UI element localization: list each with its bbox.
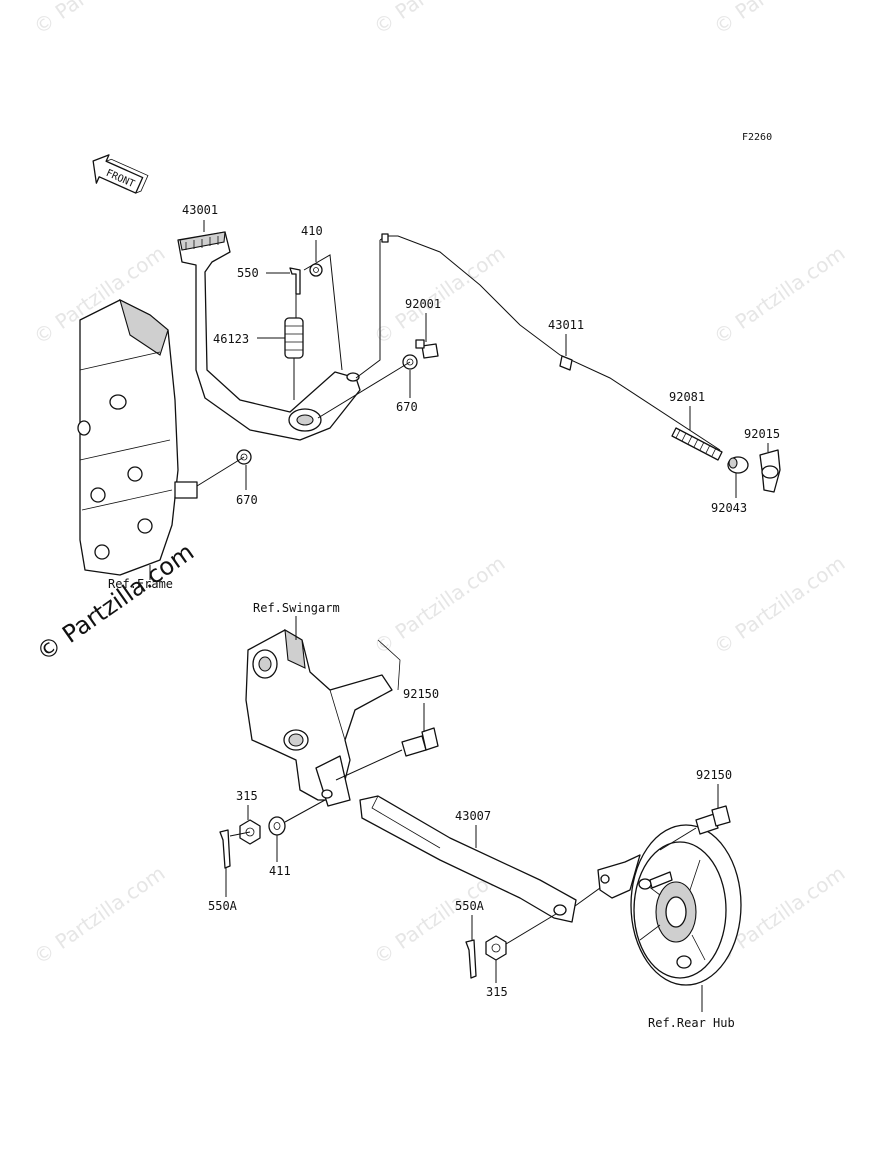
- watermark: © Partzilla.com: [29, 861, 169, 969]
- part-number-92150: 92150: [403, 687, 439, 701]
- part-number-92150: 92150: [696, 768, 732, 782]
- watermark: © Partzilla.com: [369, 241, 509, 349]
- bolt-92150-part: [401, 727, 439, 757]
- part-number-43007: 43007: [455, 809, 491, 823]
- washer-410-part: [309, 263, 323, 277]
- leader-line: [229, 799, 326, 837]
- part-number-550a: 550A: [455, 899, 485, 913]
- leader-line: [196, 456, 245, 487]
- part-number-92015: 92015: [744, 427, 780, 441]
- rear-hub-reference-part: [597, 824, 742, 986]
- wing-nut-92015-part: [759, 449, 781, 493]
- watermark: © Partzilla.com: [709, 551, 849, 659]
- leader-line: [505, 913, 557, 945]
- collar-92043-part: [727, 456, 749, 474]
- leader-line: [574, 887, 601, 907]
- swingarm-reference-part: [245, 628, 401, 807]
- part-number-315: 315: [486, 985, 508, 999]
- cotter-pin-550a-part: [219, 829, 231, 869]
- part-number-92081: 92081: [669, 390, 705, 404]
- nut-315-part: [485, 935, 507, 961]
- spring-46123-part: [284, 317, 304, 400]
- watermark: © Partzilla.com: [369, 0, 509, 39]
- part-number-43011: 43011: [548, 318, 584, 332]
- part-number-670: 670: [396, 400, 418, 414]
- frame-reference-part: [77, 298, 198, 580]
- brake-rod-43011-part: [355, 233, 721, 451]
- bolt-92150-part: [695, 805, 731, 835]
- watermark: © Partzilla.com: [709, 0, 849, 39]
- part-number-550a: 550A: [208, 899, 238, 913]
- ref-swingarm-label: Ref.Swingarm: [253, 601, 340, 615]
- front-arrow-icon: FRONT: [92, 154, 149, 194]
- diagram-code: F2260: [742, 132, 772, 143]
- washer-411-part: [268, 816, 286, 836]
- leader-line: [659, 827, 697, 851]
- watermark: © Partzilla.com: [369, 551, 509, 659]
- part-number-410: 410: [301, 224, 323, 238]
- bolt-92001-part: [415, 339, 439, 359]
- watermark: © Partzilla.com: [29, 0, 169, 39]
- leader-line: [335, 749, 403, 781]
- part-number-411: 411: [269, 864, 291, 878]
- ref-rear-hub-label: Ref.Rear Hub: [648, 1016, 735, 1030]
- cotter-pin-550a-part: [465, 939, 477, 979]
- leader-line: [317, 361, 411, 419]
- leader-line: [303, 254, 343, 371]
- part-number-670: 670: [236, 493, 258, 507]
- ref-frame-label: Ref.Frame: [108, 577, 173, 591]
- spring-92081-part: [671, 427, 723, 461]
- part-number-46123: 46123: [213, 332, 249, 346]
- brake-rod-43007-part: [359, 795, 577, 923]
- part-number-550: 550: [237, 266, 259, 280]
- part-number-315: 315: [236, 789, 258, 803]
- cotter-pin-550-part: [289, 267, 301, 295]
- watermark: © Partzilla.com: [709, 241, 849, 349]
- part-number-43001: 43001: [182, 203, 218, 217]
- part-number-92043: 92043: [711, 501, 747, 515]
- part-number-92001: 92001: [405, 297, 441, 311]
